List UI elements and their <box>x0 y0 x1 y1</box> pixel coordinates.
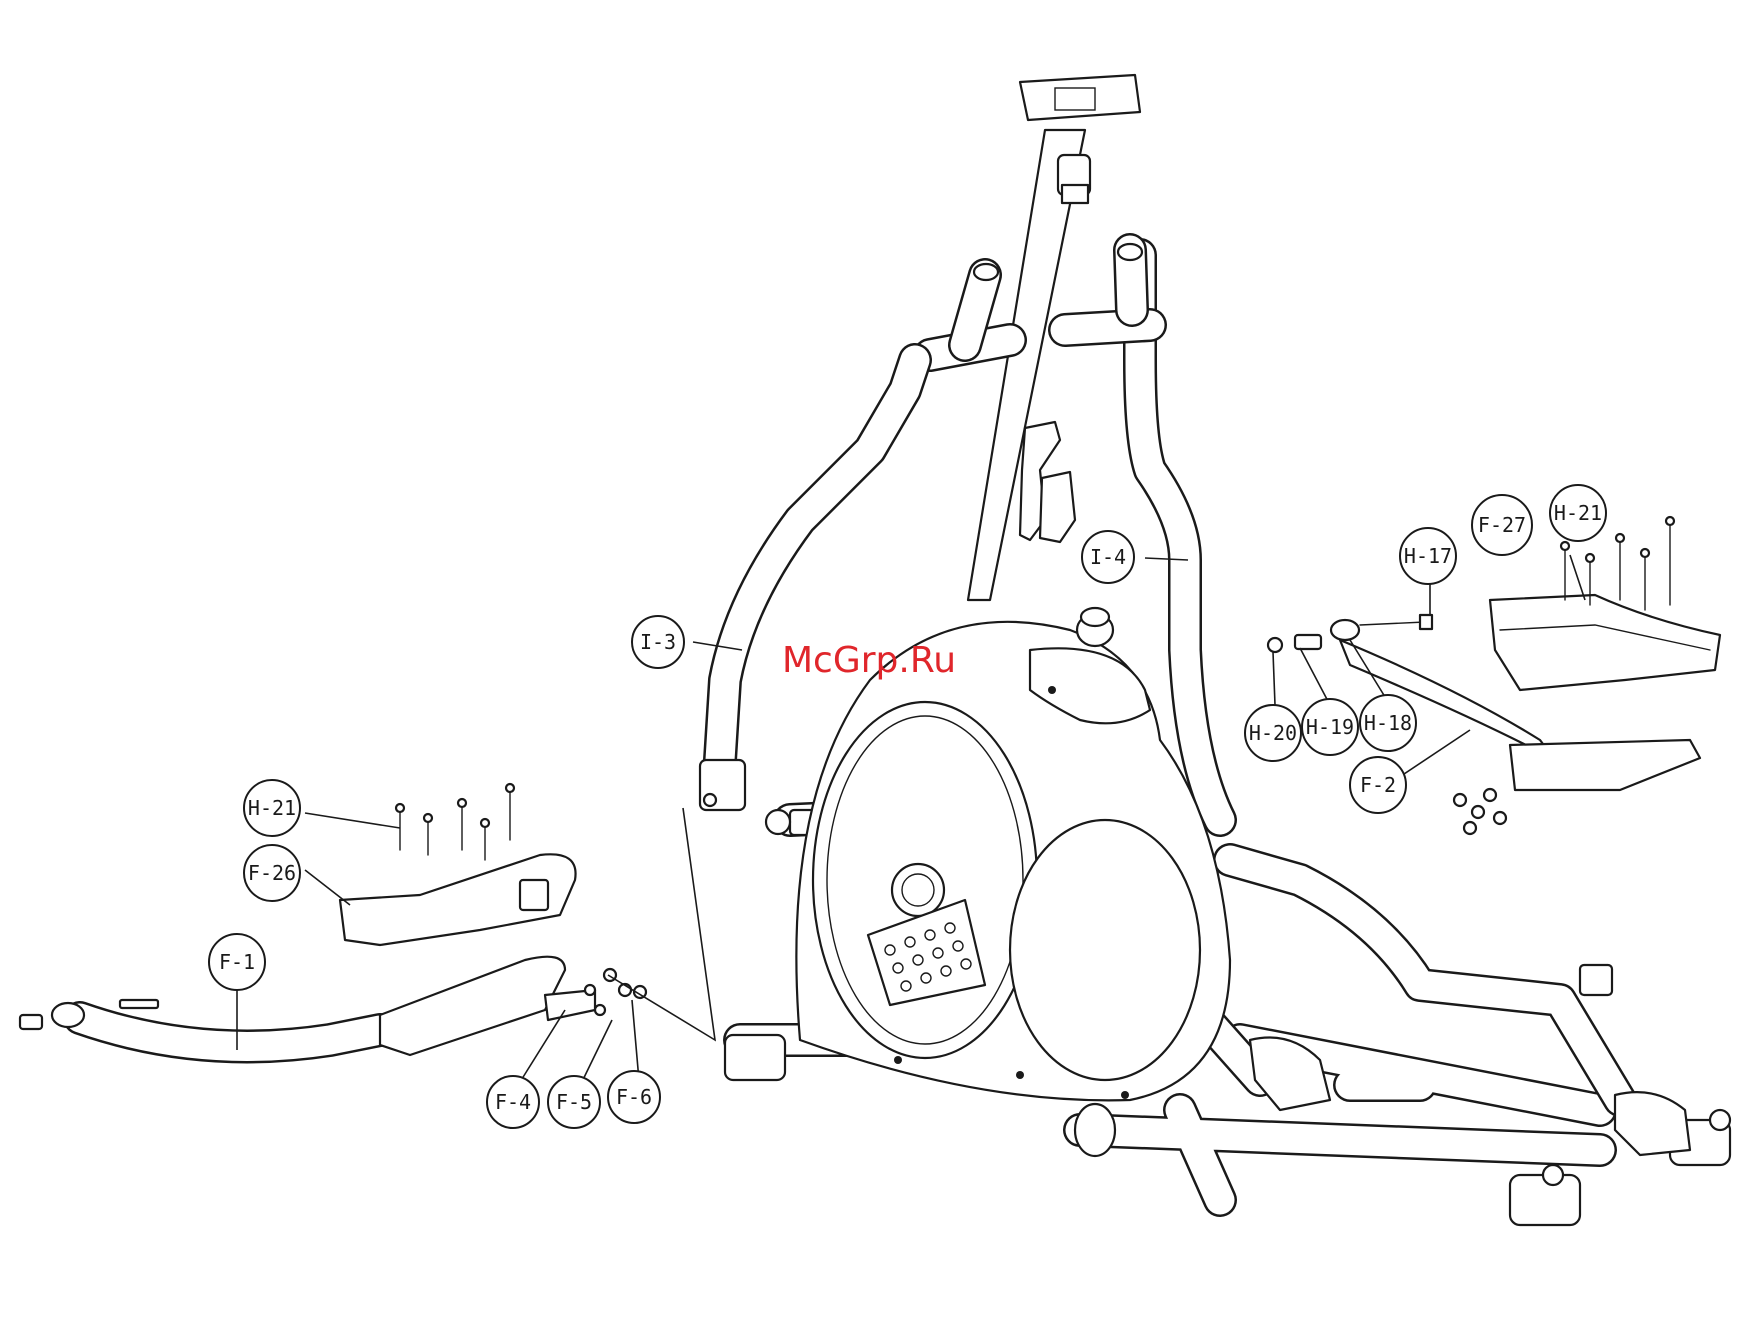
callout-label: H-21 <box>248 796 296 820</box>
callout-label: F-6 <box>616 1085 652 1109</box>
callout-label: I-4 <box>1090 545 1126 569</box>
callout-h-18: H-18 <box>1360 695 1416 751</box>
callout-h-19: H-19 <box>1302 699 1358 755</box>
flywheel-housing <box>796 608 1230 1100</box>
callout-label: F-4 <box>495 1090 531 1114</box>
callout-label: F-1 <box>219 950 255 974</box>
callout-label: H-21 <box>1554 501 1602 525</box>
callout-label: F-26 <box>248 861 296 885</box>
callout-f-26: F-26 <box>244 845 300 901</box>
callout-f-1: F-1 <box>209 934 265 990</box>
callout-f-5: F-5 <box>548 1076 600 1128</box>
callout-i-3: I-3 <box>632 616 684 668</box>
callout-i-4: I-4 <box>1082 531 1134 583</box>
left-pedal-screws <box>396 784 514 860</box>
left-pedal-assembly <box>20 854 595 1055</box>
callout-label: I-3 <box>640 630 676 654</box>
callout-label: H-18 <box>1364 711 1412 735</box>
watermark: McGrp.Ru <box>782 640 956 681</box>
callout-label: F-2 <box>1360 773 1396 797</box>
callout-label: H-17 <box>1404 544 1452 568</box>
callout-label: H-19 <box>1306 715 1354 739</box>
callout-label: F-27 <box>1478 513 1526 537</box>
callout-h-20: H-20 <box>1245 705 1301 761</box>
callout-label: H-20 <box>1249 721 1297 745</box>
callout-f-6: F-6 <box>608 1071 660 1123</box>
callout-f-27: F-27 <box>1472 495 1532 555</box>
callout-h-21-left: H-21 <box>244 780 300 836</box>
callout-h-21-right: H-21 <box>1550 485 1606 541</box>
callout-h-17: H-17 <box>1400 528 1456 584</box>
callout-f-4: F-4 <box>487 1076 539 1128</box>
callout-f-2: F-2 <box>1350 757 1406 813</box>
pedal-bolts-right <box>1454 789 1506 834</box>
right-pedal-assembly <box>1268 595 1720 790</box>
callout-label: F-5 <box>556 1090 592 1114</box>
